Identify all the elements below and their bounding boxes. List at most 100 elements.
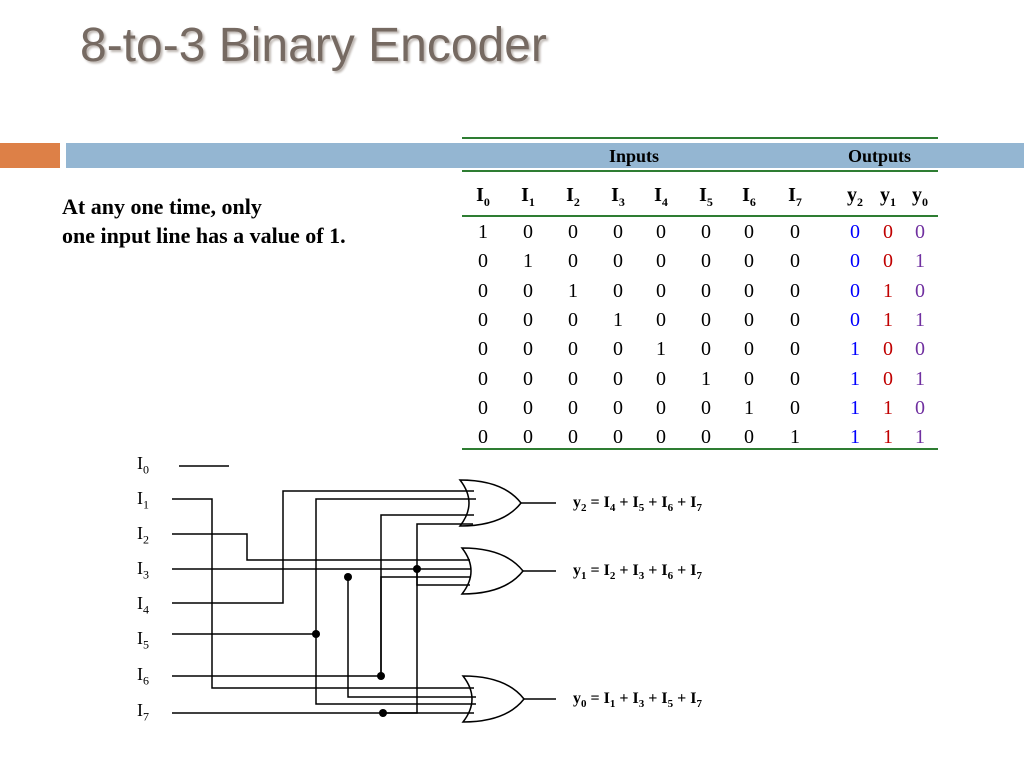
table-cell: 0 (790, 308, 800, 331)
table-cell: 0 (568, 426, 578, 449)
column-header-y0: y0 (900, 184, 940, 210)
input-label-i2-subscript: 2 (143, 532, 149, 547)
table-cell: 0 (701, 279, 711, 302)
table-cell: 1 (744, 396, 754, 419)
table-cell: 0 (523, 221, 533, 243)
equation-y2: y2 = I4 + I5 + I6 + I7 (573, 494, 702, 514)
column-header-y1-subscript: 1 (890, 195, 896, 209)
column-header-y0-subscript: 0 (922, 195, 928, 209)
column-header-i5: I5 (686, 184, 726, 210)
equation-plus: + (644, 562, 662, 579)
column-header-i4-subscript: 4 (661, 195, 668, 209)
table-cell: 0 (523, 338, 533, 361)
table-cell: 0 (568, 338, 578, 361)
table-cell: 1 (915, 308, 925, 331)
equation-term-subscript: 1 (609, 698, 616, 711)
column-header-i4-text: I (654, 184, 662, 206)
table-cell: 1 (790, 426, 800, 449)
table-cell: 1 (850, 338, 860, 361)
table-cell: 0 (478, 367, 488, 390)
equation-term: I (603, 690, 610, 707)
table-cell: 0 (744, 250, 754, 273)
table-cell: 0 (850, 279, 860, 302)
table-cell: 0 (478, 396, 488, 419)
input-label-i6-subscript: 6 (143, 673, 149, 688)
table-cell: 0 (656, 308, 666, 331)
equation-plus: + (673, 494, 691, 511)
input-label-i1: I1 (137, 488, 149, 515)
column-header-y2-subscript: 2 (857, 195, 863, 209)
equation-plus: + (673, 562, 691, 579)
table-cell: 0 (850, 308, 860, 331)
equation-equals: = (586, 690, 604, 707)
table-cell: 0 (613, 250, 623, 273)
inputs-header: Inputs (609, 146, 660, 166)
table-cell: 0 (656, 279, 666, 302)
input-label-i0-subscript: 0 (143, 462, 149, 477)
table-cell: 0 (744, 221, 754, 243)
column-header-i3-text: I (611, 184, 619, 206)
input-label-i1-text: I (137, 488, 143, 508)
input-label-i3-subscript: 3 (143, 567, 149, 582)
column-header-i5-subscript: 5 (706, 195, 713, 209)
equation-term: I (690, 690, 697, 707)
table-cell: 0 (744, 308, 754, 331)
equation-term: I (632, 690, 639, 707)
equation-term-subscript: 6 (667, 502, 674, 515)
equation-term: I (690, 562, 697, 579)
table-cell: 1 (701, 367, 711, 390)
table-cell: 0 (915, 279, 925, 302)
table-cell: 0 (478, 426, 488, 449)
description-line-2: one input line has a value of 1. (62, 223, 346, 248)
equation-term-subscript: 6 (667, 570, 674, 583)
column-header-i2-subscript: 2 (573, 195, 580, 209)
input-label-i5: I5 (137, 628, 149, 655)
column-header-i1-subscript: 1 (528, 195, 535, 209)
junction-dot (344, 573, 352, 581)
equation-term-subscript: 3 (638, 698, 645, 711)
table-cell: 0 (790, 250, 800, 273)
table-cell: 0 (883, 221, 893, 243)
i5-wire (172, 498, 476, 635)
table-cell: 0 (915, 396, 925, 419)
table-cell: 0 (790, 367, 800, 390)
table-cell: 0 (478, 308, 488, 331)
table-cell: 0 (613, 396, 623, 419)
table-cell: 0 (656, 367, 666, 390)
table-cell: 0 (915, 338, 925, 361)
equation-plus: + (615, 494, 633, 511)
equation-term-subscript: 3 (638, 570, 645, 583)
equation-lhs: y (573, 494, 581, 511)
table-rule-columns (462, 215, 938, 217)
table-cell: 0 (701, 308, 711, 331)
page-title: 8-to-3 Binary Encoder (80, 19, 547, 72)
input-label-i5-text: I (137, 628, 143, 648)
table-cell: 0 (656, 250, 666, 273)
junction-dot (379, 709, 387, 717)
table-cell: 1 (915, 250, 925, 273)
equation-term: I (603, 562, 610, 579)
table-cell: 1 (850, 367, 860, 390)
table-cell: 0 (478, 250, 488, 273)
column-header-i4: I4 (641, 184, 681, 210)
column-header-i3-subscript: 3 (618, 195, 625, 209)
junction-dot (312, 630, 320, 638)
table-cell: 0 (850, 250, 860, 273)
table-cell: 0 (883, 367, 893, 390)
column-header-i1: I1 (508, 184, 548, 210)
equation-plus: + (644, 690, 662, 707)
input-label-i3-text: I (137, 558, 143, 578)
i7-wire (172, 523, 473, 714)
column-header-i2: I2 (553, 184, 593, 210)
input-label-i7-text: I (137, 700, 143, 720)
table-cell: 0 (883, 338, 893, 361)
table-cell: 0 (790, 396, 800, 419)
i6-y1-branch (380, 576, 471, 676)
table-cell: 0 (744, 279, 754, 302)
table-cell: 0 (613, 221, 623, 243)
table-cell: 0 (613, 338, 623, 361)
column-header-i0-subscript: 0 (483, 195, 490, 209)
table-cell: 0 (478, 279, 488, 302)
table-cell: 0 (701, 221, 711, 243)
table-cell: 1 (850, 396, 860, 419)
